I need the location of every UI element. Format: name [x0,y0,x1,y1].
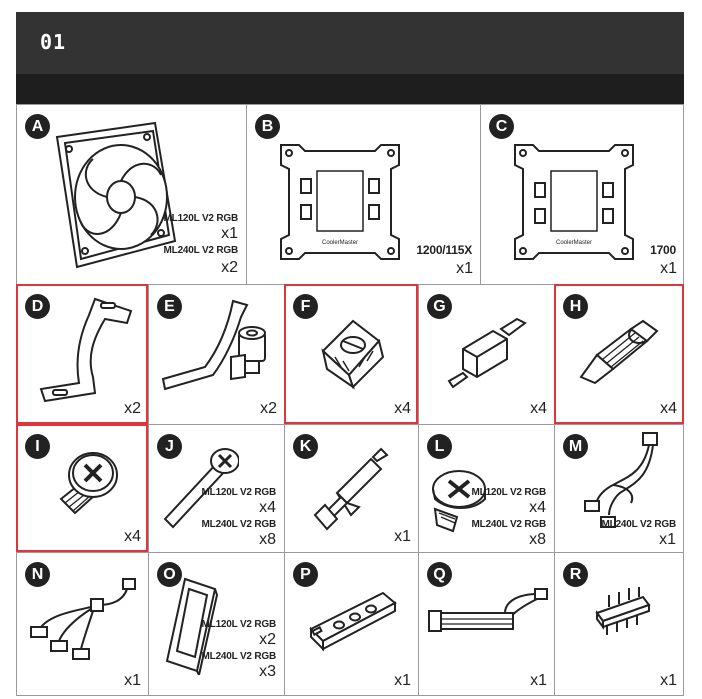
rubber-pad-icon [165,577,219,675]
part-cell-g: G x4 [418,284,554,424]
qty-n: x1 [124,672,141,689]
part-letter-d: D [25,294,50,319]
part-letter-m: M [563,434,588,459]
qty-b: x1 [456,260,473,277]
part-cell-m: M ML240L V2 RGB x1 [554,424,684,552]
qty-m1: x1 [659,531,676,548]
step-number: 01 [40,30,67,54]
part-letter-o: O [157,562,182,587]
connector-header-icon [595,587,651,635]
part-letter-e: E [157,294,182,319]
qty-j2: x8 [259,531,276,548]
intel-1700-backplate-icon: CoolerMaster [514,144,634,260]
model-label-l1: ML120L V2 RGB [471,487,547,498]
qty-o1: x2 [259,631,276,648]
part-cell-r: R x1 [554,552,684,696]
model-label-a1: ML120L V2 RGB [163,213,239,224]
part-letter-b: B [255,114,280,139]
rgb-splitter-cable-icon [30,578,136,660]
fan-icon [55,121,177,269]
model-label-o2: ML240L V2 RGB [201,651,277,662]
model-label-l2: ML240L V2 RGB [471,519,547,530]
splitter-cable-icon [584,432,658,528]
part-letter-k: K [293,434,318,459]
part-letter-j: J [157,434,182,459]
qty-f: x4 [394,400,411,417]
part-cell-d: D x2 [16,284,148,424]
model-label-m1: ML240L V2 RGB [601,519,677,530]
part-letter-n: N [25,562,50,587]
qty-d: x2 [124,400,141,417]
part-letter-q: Q [427,562,452,587]
qty-a1: x1 [221,225,238,242]
step-header: 01 [16,12,684,74]
part-letter-l: L [427,434,452,459]
part-cell-q: Q x1 [418,552,554,696]
qty-g: x4 [530,400,547,417]
svg-text:CoolerMaster: CoolerMaster [322,240,358,246]
part-letter-r: R [563,562,588,587]
part-cell-k: K x1 [284,424,418,552]
part-letter-g: G [427,294,452,319]
qty-a2: x2 [221,259,238,276]
size-label-c: 1700 [650,243,676,257]
part-letter-i: I [25,434,50,459]
part-letter-f: F [293,294,318,319]
part-letter-c: C [489,114,514,139]
part-cell-b: B CoolerMaster 1200/115X x1 [246,104,480,284]
hex-standoff-icon [447,317,527,389]
intel-backplate-icon: CoolerMaster [280,144,400,260]
qty-c: x1 [660,260,677,277]
thermal-paste-syringe-icon [313,447,389,531]
adapter-cable-icon [428,588,548,632]
part-cell-h: H x4 [554,284,684,424]
model-label-o1: ML120L V2 RGB [201,619,277,630]
part-cell-e: E x2 [148,284,284,424]
part-cell-o: O ML120L V2 RGB x2 ML240L V2 RGB x3 [148,552,284,696]
qty-k: x1 [394,528,411,545]
rgb-controller-icon [309,591,397,652]
part-cell-n: N x1 [16,552,148,696]
qty-o2: x3 [259,663,276,680]
qty-l1: x4 [529,499,546,516]
model-label-j2: ML240L V2 RGB [201,519,277,530]
screw-icon [59,452,118,515]
qty-h: x4 [660,400,677,417]
bracket-icon [39,297,133,403]
part-cell-c: C CoolerMaster 1700 x1 [480,104,684,284]
part-cell-i: I x4 [16,424,148,552]
qty-q: x1 [530,672,547,689]
qty-l2: x8 [529,531,546,548]
qty-e: x2 [260,400,277,417]
qty-i: x4 [124,528,141,545]
part-cell-a: A ML120L V2 RGB x1 ML240L V2 RGB x2 [16,104,246,284]
part-letter-p: P [293,562,318,587]
threaded-standoff-icon [579,319,659,385]
model-label-a2: ML240L V2 RGB [163,245,239,256]
bracket-with-standoff-icon [161,299,266,391]
qty-r: x1 [660,672,677,689]
header-bar [16,74,684,104]
part-cell-l: L ML120L V2 RGB x4 ML240L V2 RGB x8 [418,424,554,552]
fan-screw-icon [432,470,486,533]
qty-p: x1 [394,672,411,689]
part-cell-f: F x4 [284,284,418,424]
part-cell-j: J ML120L V2 RGB x4 ML240L V2 RGB x8 [148,424,284,552]
thumb-nut-icon [321,319,385,390]
part-cell-p: P x1 [284,552,418,696]
model-label-j1: ML120L V2 RGB [201,487,277,498]
qty-j1: x4 [259,499,276,516]
size-label-b: 1200/115X [416,243,472,257]
part-letter-h: H [563,294,588,319]
part-letter-a: A [25,114,50,139]
long-screw-icon [163,448,239,529]
svg-text:CoolerMaster: CoolerMaster [556,240,592,246]
